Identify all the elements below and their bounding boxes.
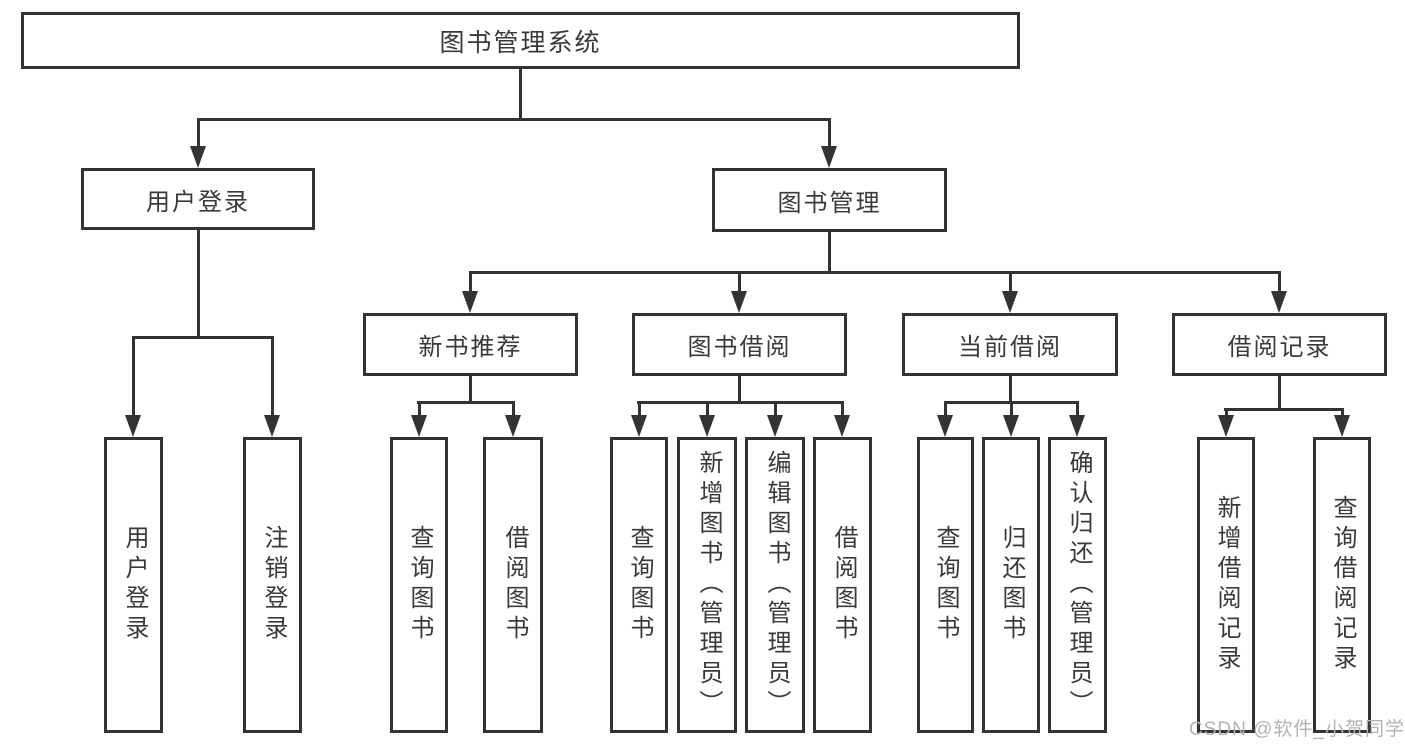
arrow-stem — [1009, 271, 1012, 299]
arrow-head — [767, 415, 783, 437]
connector-line — [469, 271, 1281, 274]
arrow-head — [699, 415, 715, 437]
arrow-head — [1271, 291, 1287, 313]
arrow-stem — [944, 401, 947, 423]
connector-line — [197, 118, 831, 121]
connector-line — [519, 66, 522, 121]
leaf-query-books-current: 查询图书 — [917, 437, 974, 733]
arrow-stem — [774, 401, 777, 423]
arrow-stem — [271, 336, 274, 423]
leaf-add-book-admin: 新增图书（管理员） — [677, 437, 737, 733]
arrow-stem — [418, 401, 421, 423]
arrow-down — [462, 271, 479, 313]
arrow-head — [411, 415, 427, 437]
node-user-login: 用户登录 — [81, 168, 315, 230]
node-book-management: 图书管理 — [712, 168, 947, 232]
connector-line — [1278, 374, 1281, 411]
leaf-query-books-borrowing: 查询图书 — [610, 437, 668, 733]
node-book-borrowing-label: 图书借阅 — [687, 334, 792, 361]
leaf-confirm-return-admin: 确认归还（管理员） — [1048, 437, 1107, 733]
arrow-down — [767, 401, 784, 437]
arrow-down — [937, 401, 954, 437]
arrow-stem — [512, 401, 515, 423]
leaf-add-borrow-record: 新增借阅记录 — [1197, 437, 1255, 733]
arrow-stem — [841, 401, 844, 423]
arrow-down — [731, 271, 748, 313]
connector-line — [738, 374, 741, 404]
node-new-book-recommend: 新书推荐 — [363, 313, 578, 376]
connector-line — [828, 230, 831, 274]
arrow-down — [411, 401, 428, 437]
arrow-stem — [1278, 271, 1281, 299]
arrow-down — [190, 118, 207, 168]
arrow-head — [264, 415, 280, 437]
node-borrowing-records-label: 借阅记录 — [1227, 334, 1332, 361]
leaf-edit-book-admin: 编辑图书（管理员） — [745, 437, 805, 733]
csdn-watermark: CSDN @软件_小贺同学 — [1189, 719, 1405, 740]
arrow-head — [1002, 291, 1018, 313]
arrow-stem — [1076, 401, 1079, 423]
connector-line — [1224, 408, 1343, 411]
arrow-stem — [828, 118, 831, 154]
arrow-down — [699, 401, 716, 437]
connector-line — [197, 228, 200, 339]
node-borrowing-records: 借阅记录 — [1172, 313, 1387, 376]
node-current-borrowing-label: 当前借阅 — [958, 334, 1062, 361]
node-root-label: 图书管理系统 — [439, 28, 602, 57]
leaf-logout: 注销登录 — [243, 437, 302, 733]
arrow-head — [190, 146, 206, 168]
arrow-stem — [197, 118, 200, 154]
node-user-login-label: 用户登录 — [146, 188, 250, 216]
arrow-down — [1069, 401, 1086, 437]
arrow-down — [1334, 408, 1351, 437]
arrow-down — [631, 401, 648, 437]
node-book-management-label: 图书管理 — [777, 189, 882, 217]
arrow-down — [505, 401, 522, 437]
arrow-down — [821, 118, 838, 168]
arrow-stem — [132, 336, 135, 423]
arrow-down — [264, 336, 281, 437]
arrow-head — [505, 415, 521, 437]
node-new-book-recommend-label: 新书推荐 — [418, 334, 523, 361]
arrow-down — [1002, 271, 1019, 313]
connector-line — [417, 401, 515, 404]
connector-line — [469, 374, 472, 404]
arrow-stem — [706, 401, 709, 423]
arrow-head — [1069, 415, 1085, 437]
arrow-down — [834, 401, 851, 437]
arrow-down — [1003, 401, 1020, 437]
connector-line — [1009, 374, 1012, 404]
leaf-borrow-books: 借阅图书 — [813, 437, 872, 733]
leaf-query-books-recommend: 查询图书 — [390, 437, 448, 733]
connector-line — [637, 401, 844, 404]
leaf-user-login: 用户登录 — [104, 437, 163, 733]
arrow-head — [731, 291, 747, 313]
arrow-down — [125, 336, 142, 437]
leaf-query-borrow-record: 查询借阅记录 — [1313, 437, 1371, 733]
arrow-head — [834, 415, 850, 437]
arrow-head — [462, 291, 478, 313]
arrow-stem — [738, 271, 741, 299]
arrow-down — [1271, 271, 1288, 313]
node-root: 图书管理系统 — [21, 12, 1020, 69]
leaf-return-books: 归还图书 — [982, 437, 1040, 733]
arrow-stem — [1010, 401, 1013, 423]
arrow-head — [937, 415, 953, 437]
arrow-stem — [638, 401, 641, 423]
node-book-borrowing: 图书借阅 — [632, 313, 847, 376]
connector-line — [132, 336, 274, 339]
leaf-borrow-books-recommend: 借阅图书 — [483, 437, 543, 733]
arrow-head — [631, 415, 647, 437]
arrow-down — [1218, 408, 1235, 437]
arrow-stem — [469, 271, 472, 299]
arrow-head — [821, 146, 837, 168]
arrow-head — [125, 415, 141, 437]
arrow-head — [1003, 415, 1019, 437]
arrow-head — [1218, 415, 1234, 437]
node-current-borrowing: 当前借阅 — [902, 313, 1118, 376]
arrow-head — [1334, 415, 1350, 437]
